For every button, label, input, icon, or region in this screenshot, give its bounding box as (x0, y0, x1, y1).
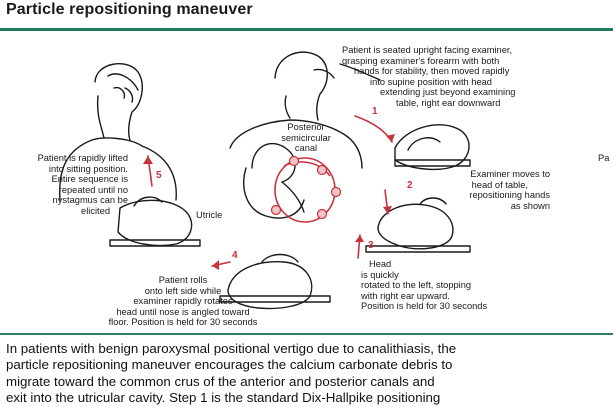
seated-line: hands for stability, then moved rapidly (342, 66, 515, 77)
supine-patient-figure (395, 125, 470, 170)
lifted-line: into sitting position. (4, 164, 128, 175)
canal-line: semicircular (277, 133, 335, 144)
seated-line: grasping examiner's forearm with both (342, 56, 515, 67)
canal-line: canal (277, 143, 335, 154)
utricle-label: Utricle (196, 210, 222, 221)
seated-line: Patient is seated upright facing examine… (342, 45, 515, 56)
head-line: rotated to the left, stopping (361, 280, 487, 291)
step-number: 1 (372, 106, 378, 117)
seated-line: into supine position with head (342, 77, 515, 88)
examiner-line: Examiner moves to (424, 169, 550, 180)
step-number: 2 (407, 180, 413, 191)
caption-line: migrate toward the common crus of the an… (6, 374, 610, 390)
seated-line: extending just beyond examining (342, 87, 515, 98)
rolls-label: Patient rolls onto left side while exami… (98, 275, 268, 328)
page-title: Particle repositioning maneuver (6, 1, 253, 19)
head-line: Head (361, 259, 487, 270)
seated-label: Patient is seated upright facing examine… (342, 45, 515, 109)
caption-line: exit into the utricular cavity. Step 1 i… (6, 390, 610, 406)
truncated-label: Pa (598, 153, 609, 163)
canal-line: Posterior (277, 122, 335, 133)
step-number: 4 (232, 250, 238, 261)
rolls-line: onto left side while (98, 286, 268, 297)
head-line: with right ear upward. (361, 291, 487, 302)
examiner-line: as shown (424, 201, 550, 212)
lifted-line: Patient is rapidly lifted (4, 153, 128, 164)
examiner-line: head of table, (424, 180, 550, 191)
lifted-line: elicited (4, 206, 128, 217)
step-number: 5 (156, 170, 162, 181)
head-line: Position is held for 30 seconds (361, 301, 487, 312)
canal-label: Posterior semicircular canal (277, 122, 335, 154)
lifted-line: nystagmus can be (4, 195, 128, 206)
caption-line: particle repositioning maneuver encourag… (6, 357, 610, 373)
lifted-line: repeated until no (4, 185, 128, 196)
head-label: Head is quickly rotated to the left, sto… (361, 259, 487, 312)
figure-caption: In patients with benign paroxysmal posit… (6, 341, 610, 407)
rolls-line: Patient rolls (98, 275, 268, 286)
lifted-label: Patient is rapidly lifted into sitting p… (4, 153, 128, 217)
seated-line: table, right ear downward (342, 98, 515, 109)
lifted-line: Entire sequence is (4, 174, 128, 185)
examiner-label: Examiner moves to head of table, reposit… (424, 169, 550, 211)
step-number: 3 (368, 240, 374, 251)
rolls-line: examiner rapidly rotates (98, 296, 268, 307)
rolls-line: head until nose is angled toward (98, 307, 268, 318)
head-line: is quickly (361, 270, 487, 281)
examiner-line: repositioning hands (424, 190, 550, 201)
caption-line: In patients with benign paroxysmal posit… (6, 341, 610, 357)
rolls-line: floor. Position is held for 30 seconds (98, 317, 268, 328)
caption-rule (0, 333, 613, 335)
